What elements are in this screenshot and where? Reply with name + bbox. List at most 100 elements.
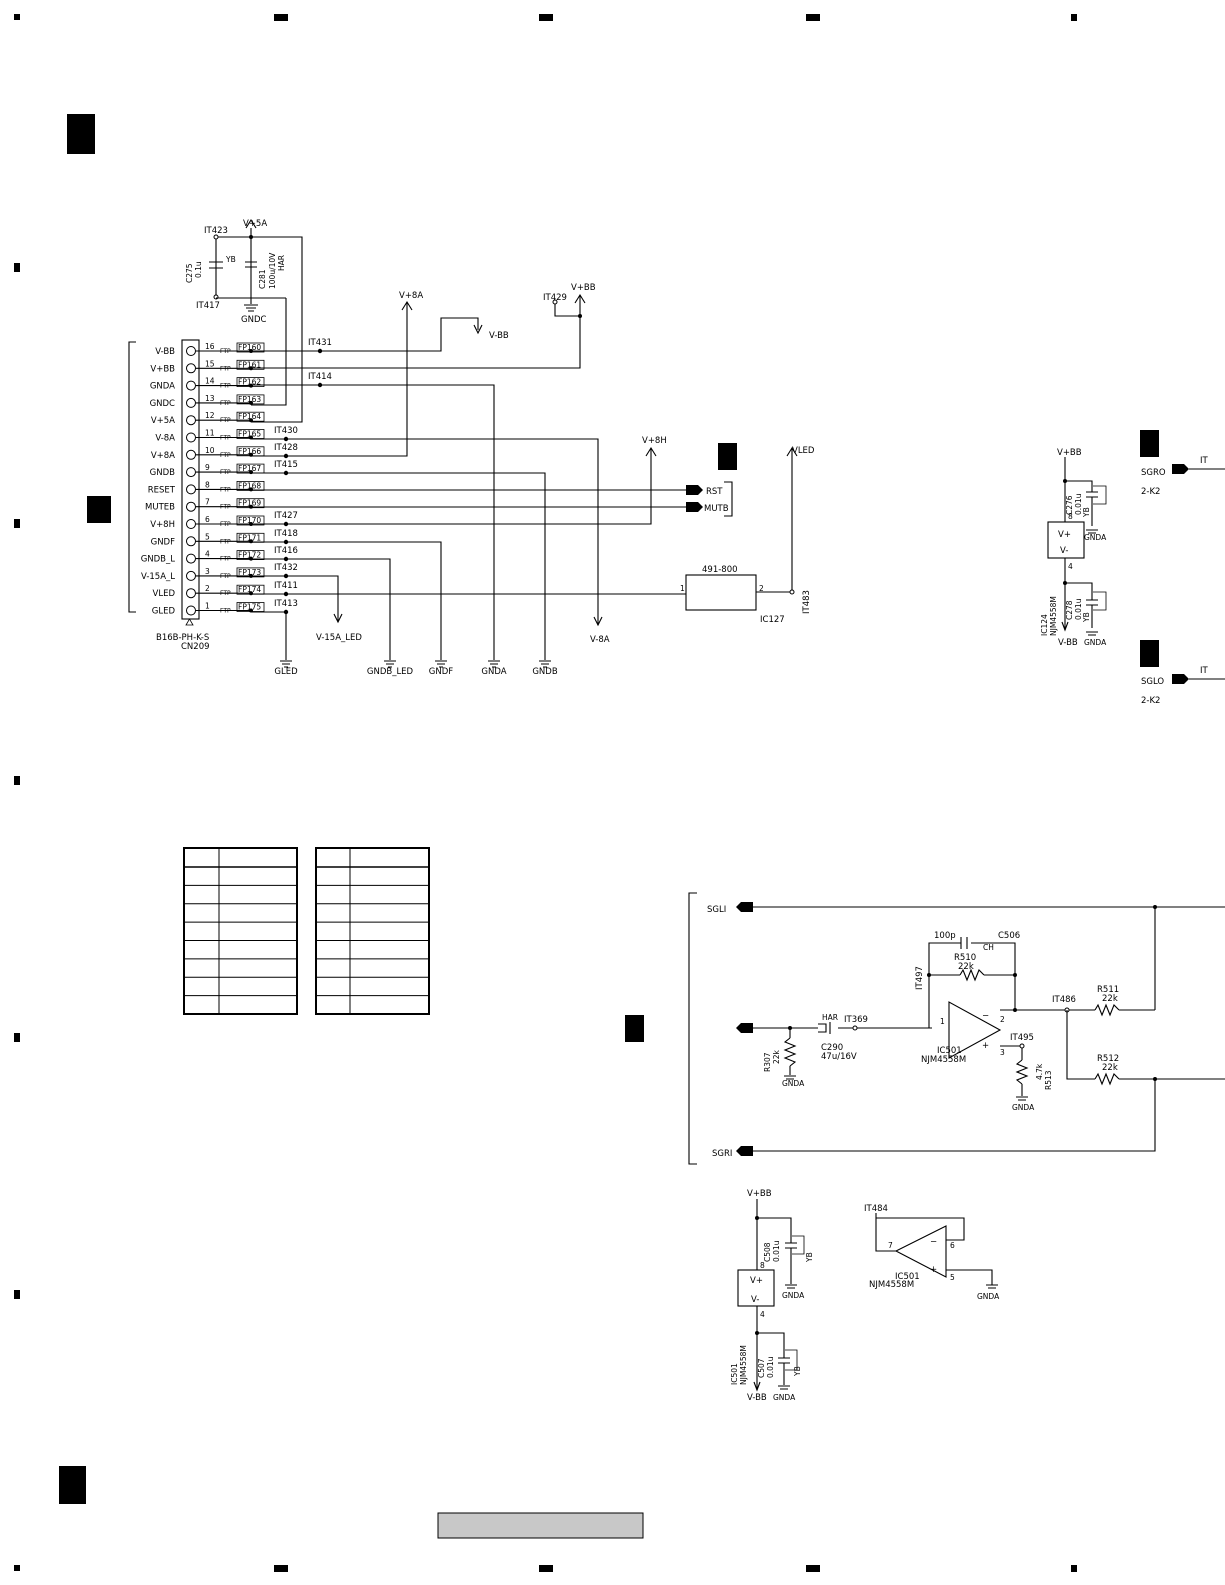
ftp-label: FTP — [220, 383, 231, 390]
p501-vbbp: V+BB — [747, 1189, 772, 1199]
gndc-label: GNDC — [241, 315, 266, 325]
r307-value: 22k — [772, 1049, 781, 1064]
c508-value: 0.01u — [772, 1240, 781, 1262]
ground-label: GNDF — [429, 667, 453, 677]
opamp-minus: − — [982, 1011, 989, 1021]
pin-pad — [186, 484, 196, 495]
it-b-label: IT — [1200, 666, 1209, 676]
c281-har: HAR — [277, 255, 286, 271]
unused-pin5: 5 — [950, 1273, 955, 1282]
pin-pad — [186, 432, 196, 443]
pin-pad — [186, 449, 196, 460]
p501-part: NJM4558M — [739, 1345, 748, 1385]
c507-yb: YB — [793, 1366, 802, 1377]
it427-node — [283, 521, 289, 527]
r510-value: 22k — [958, 962, 974, 972]
pin-name: V+BB — [150, 364, 175, 374]
top-power-section: IT423 IT417 V+5A C275 0.1u YB C281 100u/… — [185, 218, 596, 457]
ic127-part: 491-800 — [702, 565, 738, 575]
p501-vminus: V- — [751, 1295, 759, 1305]
ic124-vbbp: V+BB — [1057, 448, 1082, 458]
fp-label: FP167 — [238, 464, 261, 473]
it369-label: IT369 — [844, 1015, 868, 1025]
pin-name: V+8H — [150, 520, 175, 530]
pin-number: 13 — [205, 394, 215, 403]
pin-number: 4 — [205, 550, 210, 559]
c278-label: C278 — [1065, 600, 1074, 620]
pin-pad — [186, 380, 196, 391]
it431-label: IT431 — [308, 338, 332, 348]
pin-name: GLED — [152, 607, 176, 617]
unused-part: NJM4558M — [869, 1280, 914, 1290]
fp-label: FP172 — [238, 551, 261, 560]
opamp-pin2: 2 — [1000, 1015, 1005, 1024]
it418-node — [283, 539, 289, 545]
table-frame — [183, 847, 298, 1015]
pin-name: V+5A — [151, 416, 175, 426]
fp-label: FP171 — [238, 533, 261, 542]
r513-value: 4.7k — [1035, 1063, 1044, 1080]
r512-label: R512 — [1097, 1054, 1119, 1064]
pin-pad — [186, 346, 196, 356]
pin-node — [249, 418, 253, 423]
r510-label: R510 — [954, 953, 976, 963]
p501-gnda-top: GNDA — [782, 1291, 805, 1300]
it428-label: IT428 — [274, 443, 298, 453]
pin-name: GNDB_L — [141, 555, 176, 565]
pin-number: 9 — [205, 463, 210, 472]
pin-name: GNDA — [150, 382, 175, 392]
fp-label: FP168 — [238, 481, 261, 490]
it414-label: IT414 — [308, 372, 332, 382]
c276-label: C276 — [1065, 495, 1074, 515]
opamp-section: SGLI SGRI HAR IT369 C290 47u/16V R307 22… — [688, 892, 1225, 1165]
it431-node — [317, 348, 323, 354]
ground-symbol — [488, 660, 500, 668]
c276-yb: YB — [1082, 507, 1091, 518]
opamp-pin1: 1 — [940, 1017, 945, 1026]
ftp-label: FTP — [220, 469, 231, 476]
c506-ch: CH — [983, 943, 994, 952]
mutb-label: MUTB — [704, 504, 729, 514]
v5a-label: V+5A — [243, 219, 267, 229]
pin-pad — [186, 536, 196, 547]
c506-label: C506 — [998, 931, 1020, 941]
unused-ref: IC501 — [895, 1272, 920, 1282]
ic501-ref: IC501 — [937, 1046, 962, 1056]
ic124-vplus: V+ — [1058, 530, 1071, 540]
c508-yb: YB — [805, 1252, 814, 1263]
vbb-minus-label: V-BB — [489, 331, 509, 341]
v8h-label: V+8H — [642, 436, 667, 446]
gnda-r307: GNDA — [782, 1079, 805, 1088]
fp-label: FP161 — [238, 360, 261, 369]
fp-label: FP164 — [238, 412, 261, 421]
pin-node — [249, 591, 253, 596]
pin-number: 8 — [205, 480, 210, 489]
c507-value: 0.01u — [766, 1356, 775, 1378]
pin-number: 16 — [205, 342, 215, 351]
c278-yb: YB — [1082, 612, 1091, 623]
p501-ref: IC501 — [730, 1363, 739, 1385]
r512-value: 22k — [1102, 1063, 1118, 1073]
c506-value: 100p — [934, 931, 956, 941]
it411-label: IT411 — [274, 581, 298, 591]
r513-label: R513 — [1044, 1070, 1053, 1090]
it413-label: IT413 — [274, 599, 298, 609]
pin-number: 2 — [205, 584, 210, 593]
pin-name: GNDC — [150, 399, 175, 409]
ftp-label: FTP — [220, 556, 231, 563]
it414-node — [317, 382, 323, 388]
ground-symbol — [384, 660, 396, 668]
ic124-pin4: 4 — [1068, 562, 1073, 571]
pin-number: 5 — [205, 532, 210, 541]
pin-pad — [186, 363, 196, 374]
gnda-r513: GNDA — [1012, 1103, 1035, 1112]
pin-number: 11 — [205, 429, 215, 438]
ftp-label: FTP — [220, 504, 231, 511]
pin-number: 1 — [205, 602, 210, 611]
pin-pad — [186, 570, 196, 581]
